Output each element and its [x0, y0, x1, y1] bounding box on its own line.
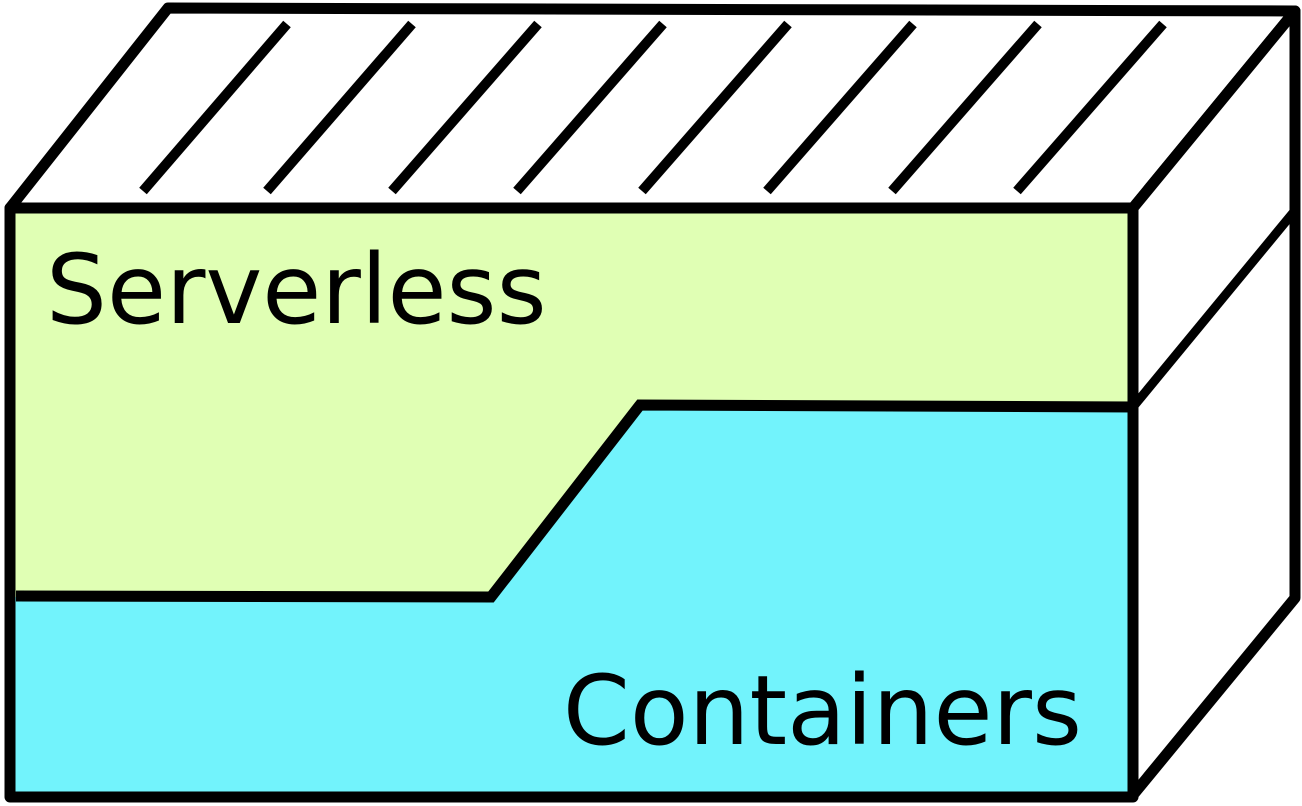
containers-region	[12, 407, 1133, 795]
containers-label: Containers	[563, 655, 1082, 767]
side-face-divider	[1129, 205, 1301, 410]
front-face-outline	[4, 202, 1139, 803]
serverless-region	[12, 210, 1133, 597]
region-boundary	[15, 399, 1138, 603]
serverless-label: Serverless	[46, 234, 547, 346]
top-face-hatching	[139, 20, 1167, 195]
